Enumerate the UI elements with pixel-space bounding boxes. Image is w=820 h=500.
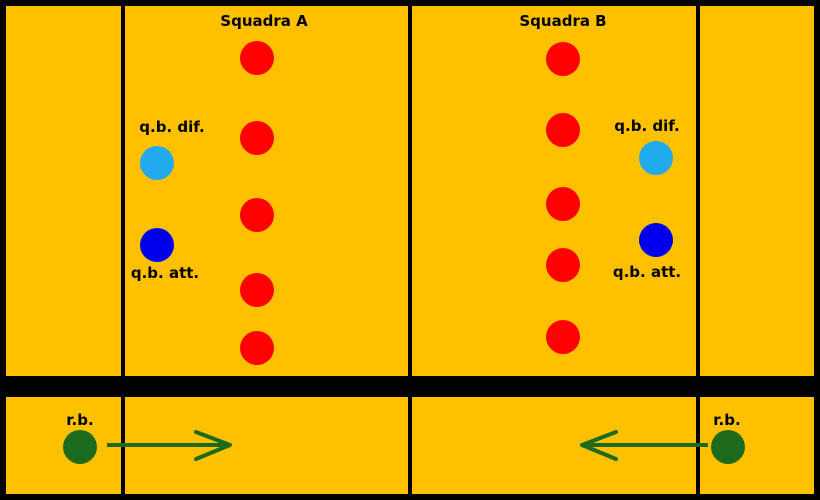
runway-left-label: r.b. [66,411,93,429]
runway-right-label: r.b. [713,411,740,429]
team-b-player [546,320,580,354]
team-a-player [240,198,274,232]
team-a-qb-def-label: q.b. dif. [139,118,204,136]
arrow-right-icon [107,430,232,461]
team-a-player [240,41,274,75]
team-b-player [546,187,580,221]
team-b-qb-defender [639,141,673,175]
runway-left-runner [63,430,97,464]
team-a-player [240,121,274,155]
team-b-player [546,113,580,147]
runway-right-runner [711,430,745,464]
team-b-player [546,248,580,282]
team-b-qb-def-label: q.b. dif. [614,117,679,135]
team-a-qb-defender [140,146,174,180]
arrow-left-icon [580,430,708,461]
team-a-player [240,331,274,365]
team-a-player [240,273,274,307]
team-b-qb-attacker [639,223,673,257]
team-a-qb-attacker [140,228,174,262]
team-a-title: Squadra A [220,12,308,30]
team-a-qb-att-label: q.b. att. [131,264,199,282]
team-b-title: Squadra B [519,12,606,30]
team-b-player [546,42,580,76]
team-b-qb-att-label: q.b. att. [613,263,681,281]
